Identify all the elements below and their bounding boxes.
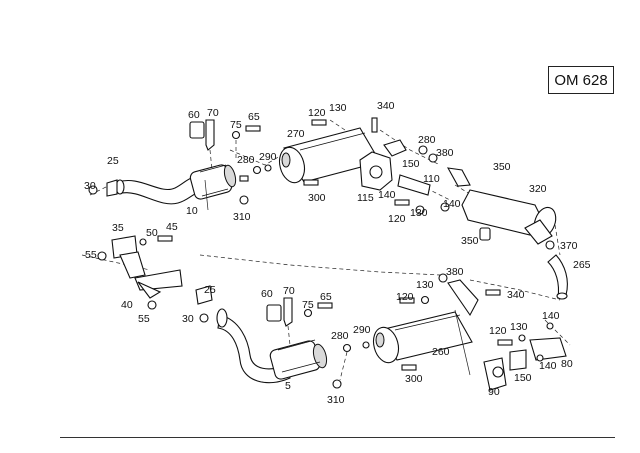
- callout-label: 10: [186, 205, 198, 217]
- upper-front-pipe: [115, 164, 237, 211]
- callout-label: 130: [410, 207, 428, 219]
- callout-label: 380: [446, 266, 464, 278]
- callout-label: 60: [261, 288, 273, 300]
- callout-label: 120: [489, 325, 507, 337]
- callout-label: 280: [418, 134, 436, 146]
- callout-label: 300: [405, 373, 423, 385]
- callout-label: 310: [233, 211, 251, 223]
- callout-label: 130: [329, 102, 347, 114]
- callout-label: 370: [560, 240, 578, 252]
- callout-label: 30: [84, 180, 96, 192]
- bottom-divider-line: [60, 437, 615, 438]
- upper-hanger-bracket: [189, 119, 261, 171]
- lower-bracket-set: [97, 235, 183, 310]
- callout-label: 90: [488, 386, 500, 398]
- callout-label: 130: [510, 321, 528, 333]
- callout-label: 120: [396, 291, 414, 303]
- callout-label: 50: [146, 227, 158, 239]
- upper-clamps-front: [88, 175, 249, 205]
- callout-label: 150: [402, 158, 420, 170]
- callout-label: 55: [138, 313, 150, 325]
- callout-label: 65: [320, 291, 332, 303]
- callout-label: 55: [85, 249, 97, 261]
- callout-label: 260: [432, 346, 450, 358]
- callout-label: 140: [539, 360, 557, 372]
- callout-label: 300: [308, 192, 326, 204]
- upper-rear-hangers: [359, 139, 471, 215]
- callout-label: 350: [493, 161, 511, 173]
- callout-label: 25: [107, 155, 119, 167]
- callout-label: 140: [378, 189, 396, 201]
- callout-label: 340: [377, 100, 395, 112]
- callout-label: 320: [529, 183, 547, 195]
- lower-front-pipe: [195, 285, 328, 384]
- engine-model-badge: OM 628: [548, 66, 614, 94]
- callout-label: 380: [436, 147, 454, 159]
- callout-label: 290: [259, 151, 277, 163]
- callout-label: 280: [237, 154, 255, 166]
- upper-middle-muffler: [252, 117, 410, 206]
- callout-label: 280: [331, 330, 349, 342]
- callout-label: 310: [327, 394, 345, 406]
- callout-label: 30: [182, 313, 194, 325]
- callout-label: 140: [443, 198, 461, 210]
- callout-label: 75: [302, 299, 314, 311]
- callout-label: 80: [561, 358, 573, 370]
- callout-label: 120: [308, 107, 326, 119]
- lower-callout-labels: 35 50 45 55 40 55 25 30 60 70 75 65 280 …: [85, 221, 573, 406]
- upper-callout-labels: 60 70 75 65 120 130 340 270 280 290 280 …: [84, 100, 591, 271]
- lower-middle-muffler: [332, 311, 473, 389]
- callout-label: 290: [353, 324, 371, 336]
- callout-label: 140: [542, 310, 560, 322]
- callout-label: 265: [573, 259, 591, 271]
- lower-rear-section: [399, 273, 567, 391]
- callout-label: 120: [388, 213, 406, 225]
- callout-label: 150: [514, 372, 532, 384]
- callout-label: 115: [357, 192, 374, 204]
- callout-label: 130: [416, 279, 434, 291]
- callout-label: 35: [112, 222, 124, 234]
- callout-label: 75: [230, 119, 242, 131]
- callout-label: 60: [188, 109, 200, 121]
- upper-rear-muffler: [461, 189, 568, 300]
- callout-label: 270: [287, 128, 305, 140]
- callout-label: 65: [248, 111, 260, 123]
- callout-label: 25: [204, 284, 216, 296]
- callout-label: 40: [121, 299, 133, 311]
- callout-label: 45: [166, 221, 178, 233]
- callout-label: 340: [507, 289, 525, 301]
- callout-label: 350: [461, 235, 479, 247]
- callout-label: 70: [283, 285, 295, 297]
- callout-label: 70: [207, 107, 219, 119]
- callout-label: 5: [285, 380, 291, 392]
- callout-label: 110: [423, 173, 440, 185]
- lower-hanger-bracket: [266, 297, 333, 346]
